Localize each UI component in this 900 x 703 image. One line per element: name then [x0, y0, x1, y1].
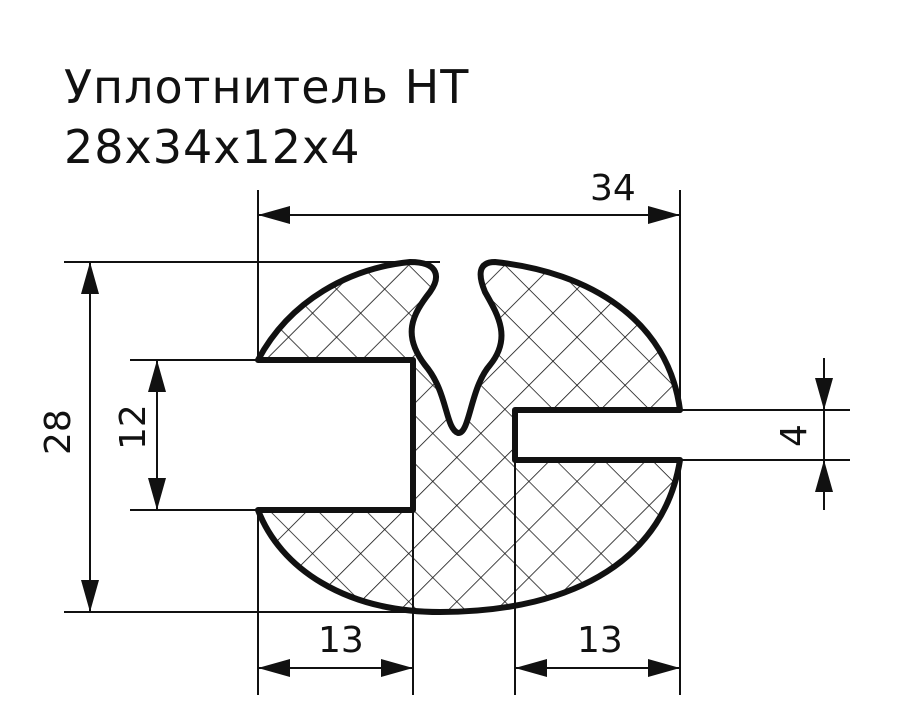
extension-lines [64, 190, 850, 695]
seal-cross-section [255, 259, 683, 615]
dimension-label-34: 34 [590, 168, 636, 209]
title-line-1: Уплотнитель НТ [64, 60, 469, 114]
dimension-label-12: 12 [113, 404, 154, 450]
title-line-2: 28x34x12x4 [64, 120, 361, 174]
dimension-left-width: 13 [258, 620, 413, 677]
dimension-slot-left: 12 [113, 360, 166, 510]
dimension-right-width: 13 [515, 620, 680, 677]
dimension-slot-right: 4 [774, 358, 833, 510]
dimension-height-total: 28 [38, 262, 99, 612]
dimension-label-28: 28 [38, 409, 79, 455]
dimension-label-13-left: 13 [318, 620, 364, 661]
dimension-label-4: 4 [774, 424, 815, 447]
dimension-label-13-right: 13 [577, 620, 623, 661]
dimension-width-total: 34 [258, 168, 680, 224]
